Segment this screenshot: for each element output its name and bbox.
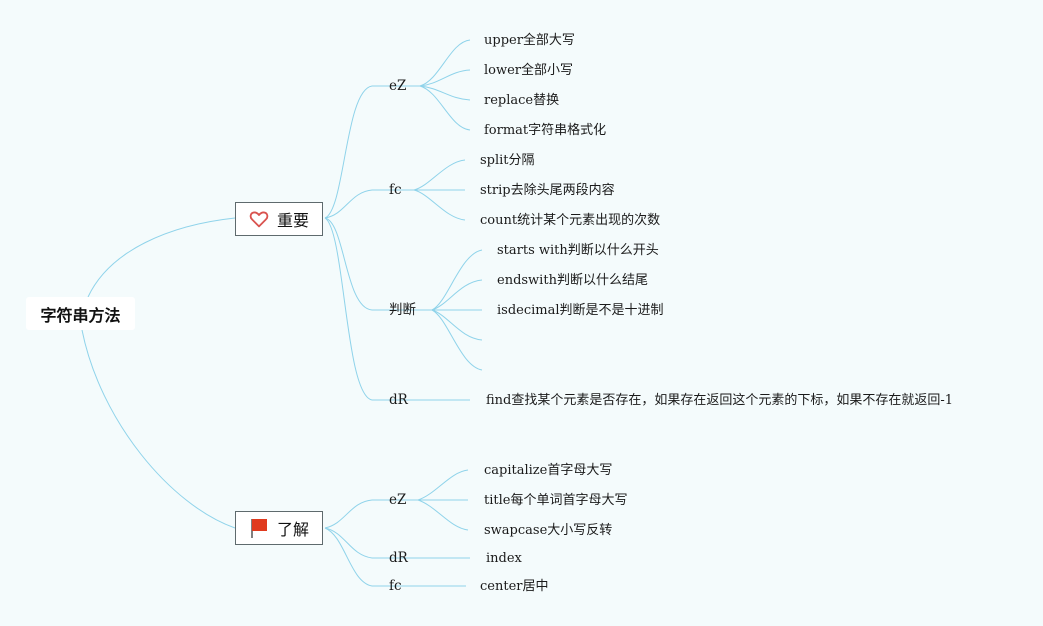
connector <box>419 85 471 101</box>
branch-label: 了解 <box>276 520 309 539</box>
group-label-fc[interactable]: fc <box>389 182 402 198</box>
connector <box>413 159 466 191</box>
connector <box>87 217 236 298</box>
leaf-node[interactable]: isdecimal判断是不是十进制 <box>497 303 664 318</box>
flag-icon <box>249 518 269 538</box>
leaf-node[interactable]: split分隔 <box>480 153 535 168</box>
group-label-ez[interactable]: eZ <box>389 78 407 94</box>
root-label: 字符串方法 <box>40 305 121 325</box>
connector <box>324 217 373 311</box>
branch-label: 重要 <box>276 211 309 230</box>
connector <box>324 217 373 401</box>
leaf-node[interactable]: format字符串格式化 <box>484 123 607 138</box>
connector <box>417 499 469 531</box>
connector <box>324 527 373 559</box>
leaf-node[interactable]: swapcase大小写反转 <box>484 523 613 538</box>
leaf-node[interactable]: title每个单词首字母大写 <box>484 493 628 508</box>
connector <box>431 279 483 311</box>
connector <box>81 329 236 529</box>
leaf-node[interactable]: count统计某个元素出现的次数 <box>480 213 661 228</box>
connector <box>324 85 373 219</box>
leaf-node[interactable]: upper全部大写 <box>484 33 575 48</box>
connector <box>419 69 471 87</box>
leaf-node[interactable]: lower全部小写 <box>484 63 574 78</box>
branch-node-understand[interactable]: 了解 <box>235 511 323 545</box>
connector <box>431 309 483 341</box>
connector <box>419 85 471 131</box>
branch-node-important[interactable]: 重要 <box>235 202 323 236</box>
group-label-ez[interactable]: eZ <box>389 492 407 508</box>
connector <box>324 499 373 529</box>
connector <box>431 249 483 311</box>
group-label-dr[interactable]: dR <box>389 550 408 566</box>
connector <box>419 39 471 87</box>
leaf-node[interactable]: index <box>486 551 522 566</box>
root-node[interactable]: 字符串方法 <box>26 297 135 330</box>
leaf-node[interactable]: strip去除头尾两段内容 <box>480 183 615 198</box>
leaf-node[interactable]: center居中 <box>480 579 549 594</box>
connector <box>413 189 466 221</box>
leaf-node[interactable]: replace替换 <box>484 93 560 108</box>
connector <box>431 309 483 371</box>
connector <box>324 527 373 587</box>
leaf-node[interactable]: starts with判断以什么开头 <box>497 243 659 258</box>
heart-icon <box>249 209 269 229</box>
leaf-node[interactable]: endswith判断以什么结尾 <box>497 273 648 288</box>
leaf-node[interactable]: capitalize首字母大写 <box>484 463 613 478</box>
group-label-judge[interactable]: 判断 <box>389 302 416 318</box>
connector <box>324 189 373 219</box>
group-label-dr[interactable]: dR <box>389 392 408 408</box>
group-label-fc[interactable]: fc <box>389 578 402 594</box>
leaf-node[interactable]: find查找某个元素是否存在，如果存在返回这个元素的下标，如果不存在就返回-1 <box>486 393 954 408</box>
connector <box>417 469 469 501</box>
